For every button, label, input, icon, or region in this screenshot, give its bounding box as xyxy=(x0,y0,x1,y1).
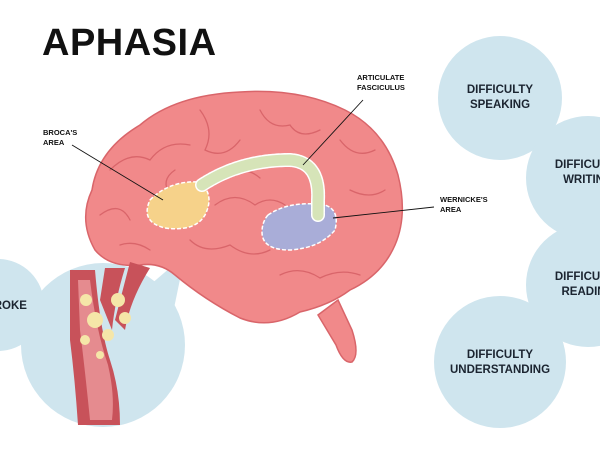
artery xyxy=(70,262,150,425)
symptom-reading-line2: READING xyxy=(561,286,600,298)
bubble-writing xyxy=(526,116,600,240)
bubble-understanding xyxy=(434,296,566,428)
broca-label: BROCA'S AREA xyxy=(43,128,77,148)
fasciculus-label-line2: FASCICULUS xyxy=(357,83,405,92)
symptom-speaking-line1: DIFFICULTY xyxy=(466,84,534,96)
broca-area xyxy=(146,181,210,230)
symptom-understanding-line1: DIFFICULTY xyxy=(466,349,534,361)
cause-stroke: STROKE xyxy=(0,300,27,312)
fasciculus-label-line1: ARTICULATE xyxy=(357,73,405,82)
symptom-writing-line1: DIFFICULTY xyxy=(554,159,600,171)
wernicke-label: WERNICKE'S AREA xyxy=(440,195,488,215)
wernicke-label-line1: WERNICKE'S xyxy=(440,195,488,204)
broca-label-line1: BROCA'S xyxy=(43,128,78,137)
wernicke-label-line2: AREA xyxy=(440,205,462,214)
brain xyxy=(84,90,404,363)
symptom-writing: DIFFICULTY WRITING xyxy=(548,158,600,188)
symptom-speaking: DIFFICULTY SPEAKING xyxy=(460,83,540,113)
fasciculus-label: ARTICULATE FASCICULUS xyxy=(357,73,405,93)
symptom-reading-line1: DIFFICULTY xyxy=(554,271,600,283)
broca-label-line2: AREA xyxy=(43,138,65,147)
symptom-writing-line2: WRITING xyxy=(563,174,600,186)
broca-leader xyxy=(71,144,164,201)
symptom-understanding-line2: UNDERSTANDING xyxy=(449,364,551,376)
symptom-understanding: DIFFICULTY UNDERSTANDING xyxy=(440,348,560,378)
fasciculus-leader xyxy=(302,99,364,166)
wernicke-leader xyxy=(332,206,435,219)
symptom-speaking-line2: SPEAKING xyxy=(469,99,531,111)
bubble-speaking xyxy=(438,36,562,160)
page-title: APHASIA xyxy=(42,22,217,64)
symptom-reading: DIFFICULTY READING xyxy=(548,270,600,300)
